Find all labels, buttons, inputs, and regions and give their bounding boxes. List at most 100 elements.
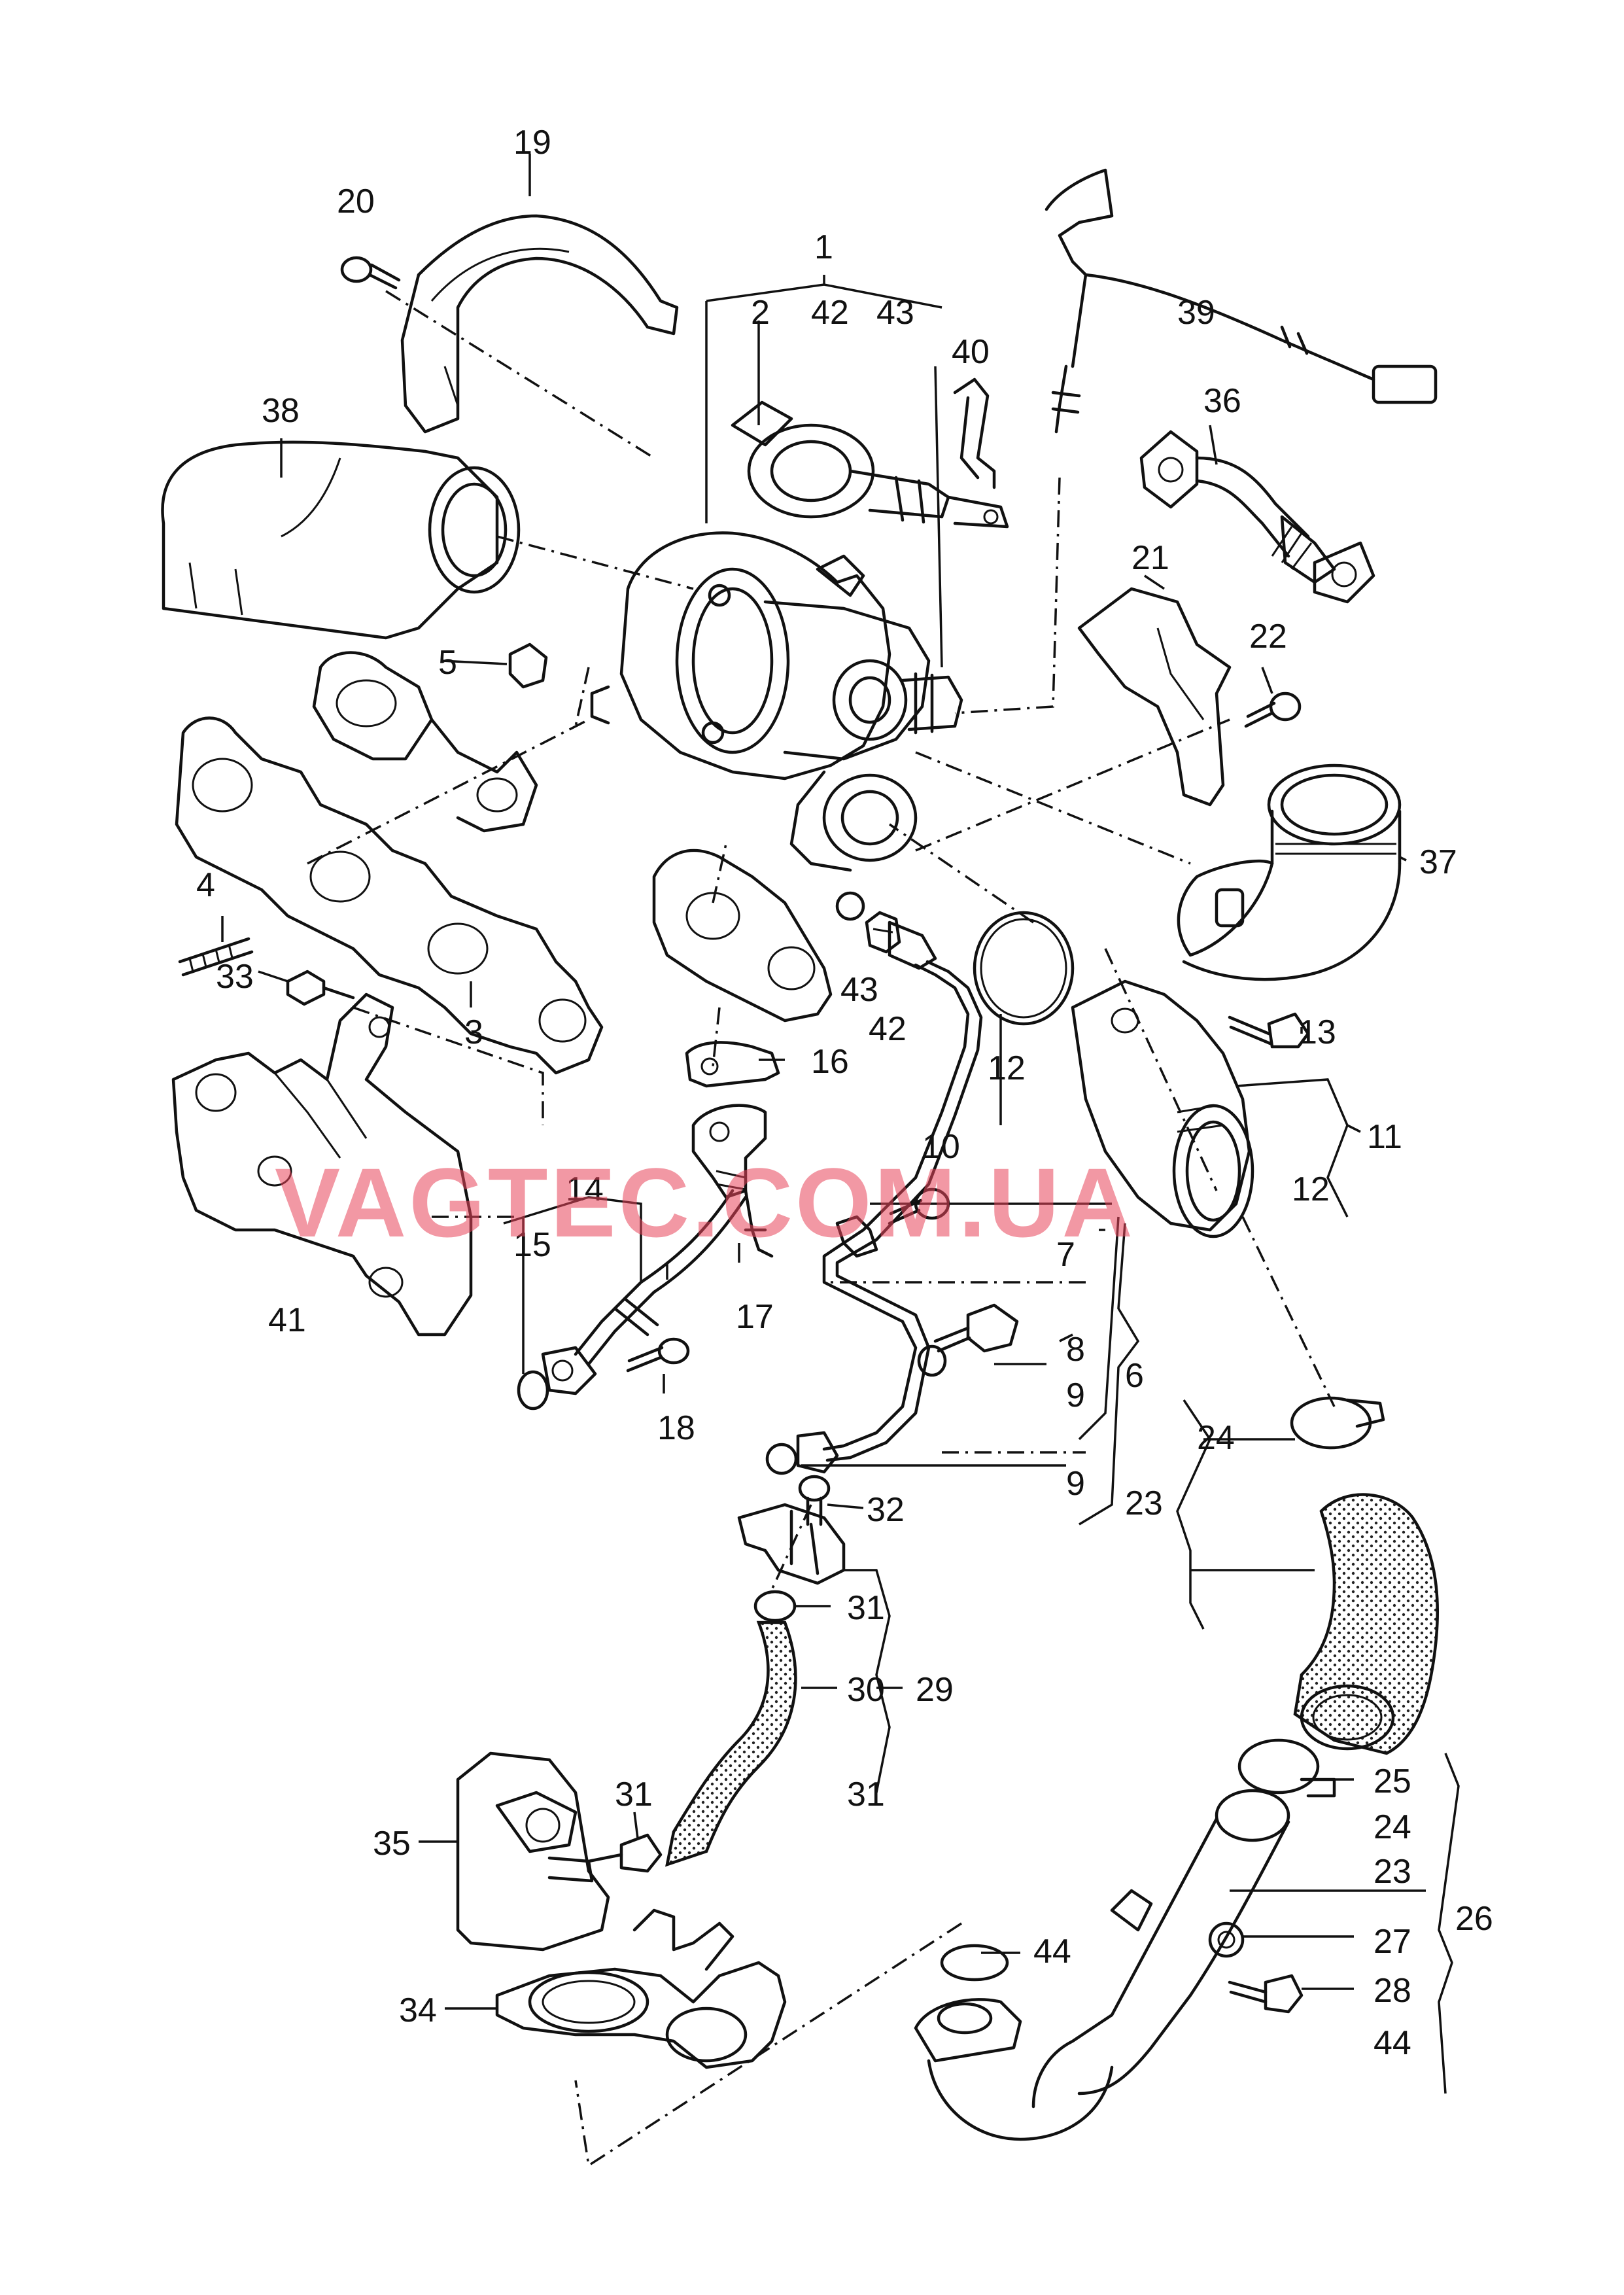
gasket-12: [973, 911, 1075, 1026]
label-40: 40: [952, 333, 990, 371]
label-7: 7: [1056, 1236, 1075, 1274]
label-41: 41: [268, 1301, 306, 1339]
label-25: 25: [1373, 1762, 1411, 1800]
nut-5: [508, 642, 548, 689]
label-43-top: 43: [876, 294, 914, 332]
vacuum-line-40: [953, 377, 996, 489]
label-14: 14: [566, 1170, 604, 1208]
label-23-a: 23: [1125, 1484, 1163, 1522]
bolt-13: [1228, 1012, 1310, 1049]
bolt-33: [286, 970, 355, 1006]
label-26: 26: [1455, 1900, 1493, 1938]
label-19: 19: [513, 124, 551, 162]
label-6: 6: [1125, 1357, 1144, 1395]
label-15: 15: [513, 1226, 551, 1264]
label-20: 20: [337, 183, 375, 220]
label-23-b: 23: [1373, 1853, 1411, 1891]
label-43-mid: 43: [840, 971, 878, 1009]
pressure-sensor-29: [737, 1503, 846, 1585]
label-18: 18: [657, 1409, 695, 1447]
label-27: 27: [1373, 1923, 1411, 1961]
label-31-c: 31: [615, 1776, 653, 1813]
label-24-b: 24: [1373, 1808, 1411, 1846]
label-9-a: 9: [1066, 1376, 1085, 1414]
label-42-top: 42: [811, 294, 849, 332]
banjo-fitting-42: [865, 911, 901, 954]
oil-return-flange-17: [691, 1104, 774, 1258]
label-35: 35: [373, 1825, 411, 1863]
exhaust-pipe-36: [1139, 430, 1375, 604]
label-5: 5: [438, 644, 457, 682]
clamp-31a: [753, 1590, 797, 1622]
banjo-bolt-8: [933, 1303, 1019, 1353]
vacuum-hose-30: [665, 1621, 797, 1867]
temperature-sensor-39: [1045, 168, 1438, 434]
oil-return-pipe-14: [541, 1189, 748, 1395]
gasket-16: [685, 1041, 780, 1088]
label-37: 37: [1419, 843, 1457, 881]
watermark: VAGTEC.COM.UA: [275, 1148, 1135, 1257]
label-42-mid: 42: [869, 1010, 907, 1048]
label-9-b: 9: [1066, 1465, 1085, 1503]
label-12-a: 12: [988, 1049, 1026, 1087]
grommet-27: [1208, 1921, 1245, 1958]
label-16: 16: [811, 1043, 849, 1081]
bolt-28: [1228, 1974, 1304, 2014]
label-29: 29: [916, 1671, 954, 1709]
label-31-a: 31: [847, 1589, 885, 1627]
label-44-b: 44: [1033, 1933, 1071, 1971]
turbo-outlet-flange: [652, 849, 833, 1023]
elbow-37: [1177, 763, 1402, 981]
washer-9: [917, 1344, 947, 1377]
clip-7: [835, 1215, 878, 1258]
actuator-2: [731, 400, 1009, 529]
label-13: 13: [1298, 1013, 1336, 1051]
egr-valve-34: [495, 1908, 787, 2069]
label-33: 33: [216, 958, 254, 996]
bolt-18: [626, 1337, 690, 1373]
label-32: 32: [867, 1491, 905, 1529]
label-11: 11: [1367, 1118, 1402, 1156]
turbocharger-1: [590, 531, 963, 872]
intake-pipe-38: [161, 440, 521, 640]
label-34: 34: [399, 1991, 437, 2029]
heat-shield-21: [1077, 587, 1232, 807]
label-12-b: 12: [1292, 1170, 1330, 1208]
label-4: 4: [196, 866, 215, 904]
label-leaders: [221, 154, 1460, 2094]
label-30: 30: [847, 1671, 885, 1709]
hose-23: [1293, 1493, 1439, 1755]
seal-43: [835, 891, 865, 921]
label-24-a: 24: [1197, 1419, 1235, 1457]
label-1: 1: [814, 228, 833, 266]
charge-air-pipe-11: [1071, 979, 1254, 1238]
egr-housing-35: [456, 1751, 610, 1952]
heat-shield-19: [400, 214, 679, 434]
label-10: 10: [922, 1128, 960, 1166]
label-3: 3: [464, 1013, 483, 1051]
label-28: 28: [1373, 1972, 1411, 2010]
clamp-31b: [587, 1833, 663, 1873]
label-22: 22: [1249, 618, 1287, 656]
label-8: 8: [1066, 1331, 1085, 1369]
clamp-24: [1290, 1396, 1385, 1450]
label-36: 36: [1203, 382, 1241, 420]
label-31-b: 31: [847, 1776, 885, 1813]
o-ring-15: [517, 1370, 549, 1410]
clamp-25: [1237, 1738, 1336, 1798]
label-38: 38: [262, 392, 300, 430]
label-21: 21: [1132, 539, 1169, 577]
bolt-20: [340, 256, 401, 290]
part-labels: 1 2 42 43 19 20 38 40 39 36 21 22 37 5 4…: [196, 124, 1493, 2062]
manifold-flange: [312, 651, 538, 833]
charge-pipe-26: [914, 1789, 1290, 2141]
stud-4: [178, 937, 254, 977]
bolt-22: [1244, 692, 1302, 728]
label-2: 2: [751, 294, 770, 332]
o-ring-44: [940, 1944, 1009, 1982]
gasket-3: [175, 716, 604, 1075]
label-44-a: 44: [1373, 2024, 1411, 2062]
label-17: 17: [736, 1298, 774, 1336]
label-39: 39: [1177, 294, 1215, 332]
